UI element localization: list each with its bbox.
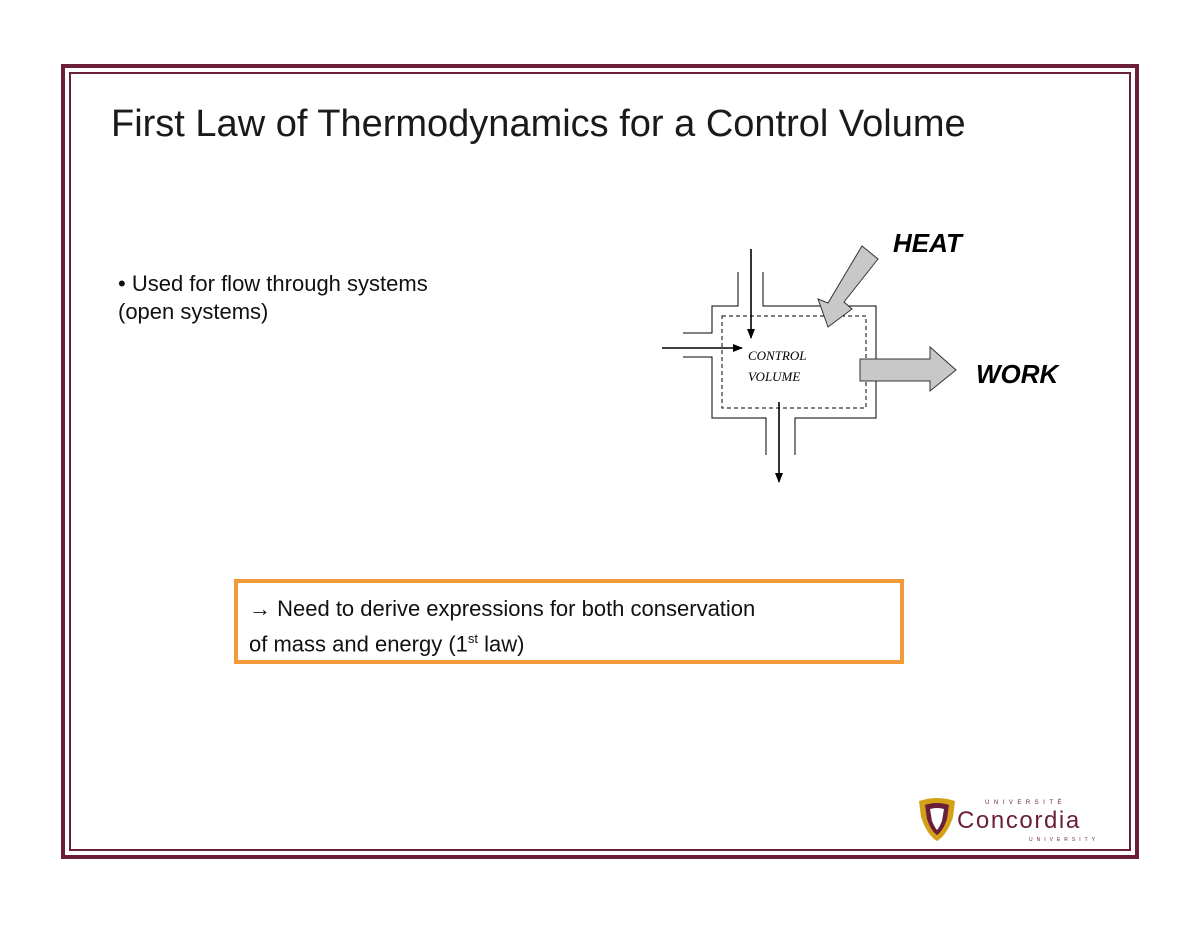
bullet-line-1: • Used for flow through systems	[118, 271, 428, 296]
callout-arrow: →	[249, 596, 271, 621]
callout-line-2: of mass and energy (1st law)	[249, 624, 888, 659]
logo-bottom-text: UNIVERSITY	[1029, 837, 1099, 843]
slide-title: First Law of Thermodynamics for a Contro…	[111, 103, 966, 145]
callout-line-2-prefix: of mass and energy (1	[249, 631, 468, 657]
callout-line-1: → Need to derive expressions for both co…	[249, 594, 888, 624]
slide-frame	[61, 64, 1139, 859]
callout-box: → Need to derive expressions for both co…	[234, 579, 904, 664]
bullet-point: • Used for flow through systems (open sy…	[118, 270, 538, 326]
callout-superscript: st	[467, 631, 479, 646]
callout-line-2-suffix: law)	[478, 631, 525, 657]
concordia-logo: UNIVERSITÉ Concordia UNIVERSITY	[919, 798, 1099, 843]
slide-frame-inner-border	[69, 72, 1131, 851]
callout-line-1-text: Need to derive expressions for both cons…	[271, 596, 756, 621]
bullet-line-2: (open systems)	[118, 299, 269, 324]
logo-top-text: UNIVERSITÉ	[985, 799, 1066, 806]
logo-name: Concordia	[957, 807, 1081, 834]
